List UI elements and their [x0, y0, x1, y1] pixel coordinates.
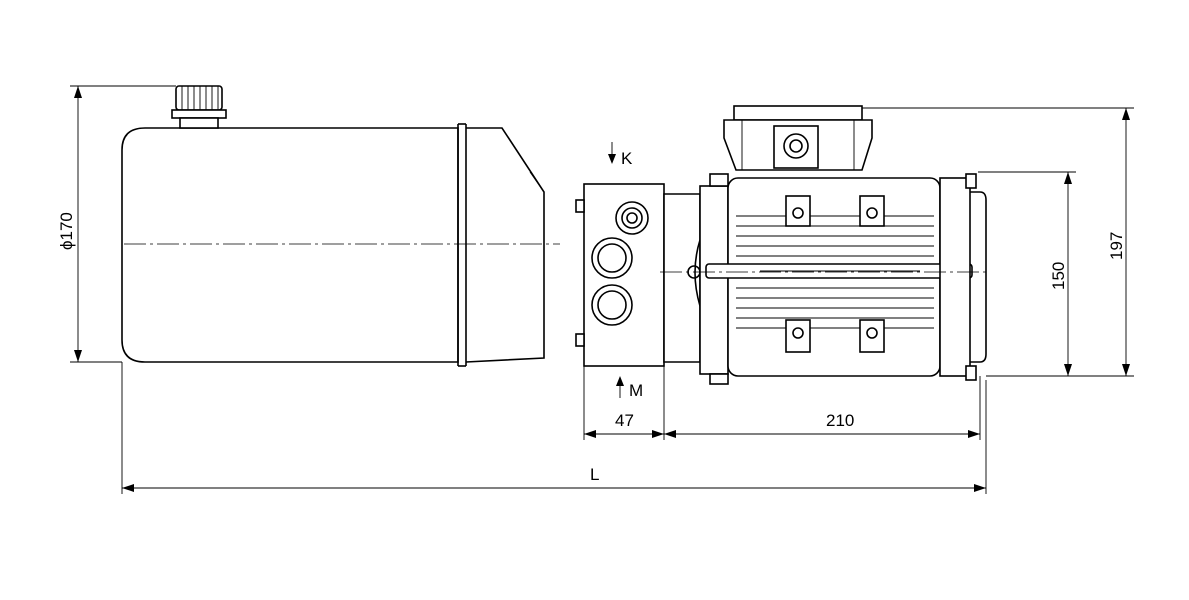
- dimension-length: L: [121, 362, 987, 494]
- electric-motor: [699, 173, 987, 385]
- filler-cap: [171, 85, 227, 129]
- port-m-marker: M: [616, 376, 643, 400]
- dimension-47-210: 47 210: [583, 362, 981, 440]
- terminal-box: [723, 105, 873, 171]
- oil-tank: [121, 123, 545, 367]
- dimension-150: 150: [978, 171, 1076, 376]
- dimension-197: 197: [862, 107, 1134, 377]
- diameter-label: ϕ170: [57, 212, 76, 250]
- length-label: L: [590, 465, 599, 484]
- port-k-label: K: [621, 149, 633, 168]
- adapter-flange: [663, 193, 701, 363]
- width-47-label: 47: [615, 411, 634, 430]
- dimension-diameter: ϕ170: [57, 85, 176, 363]
- height-150-label: 150: [1049, 262, 1068, 290]
- width-210-label: 210: [826, 411, 854, 430]
- port-k-marker: K: [608, 142, 633, 168]
- manifold-block: [575, 183, 665, 367]
- port-m-label: M: [629, 381, 643, 400]
- height-197-label: 197: [1107, 232, 1126, 260]
